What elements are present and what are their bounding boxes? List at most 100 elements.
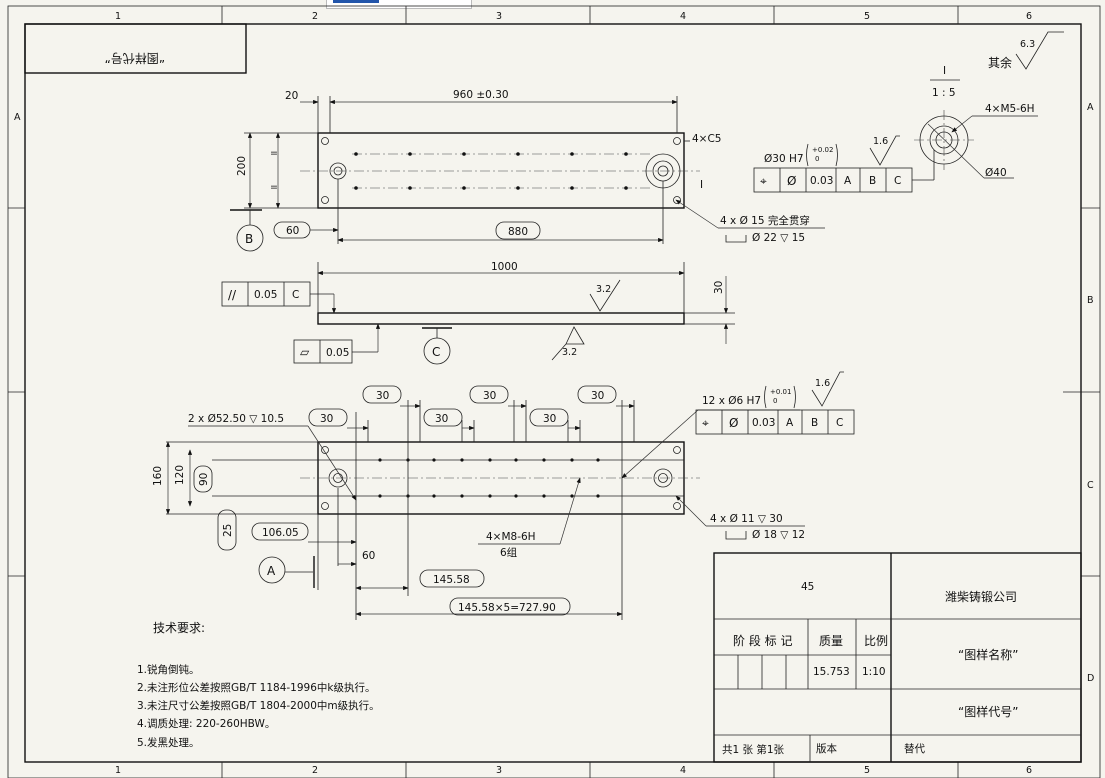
dim-30-b: 30	[483, 390, 496, 402]
col-label-1: 1	[115, 11, 121, 22]
scale-value: 1:10	[862, 666, 886, 678]
row-label-c-right: C	[1087, 480, 1094, 491]
replace-label: 替代	[904, 742, 925, 755]
front-fcf-datum-b: B	[811, 417, 818, 429]
dim-106: 106.05	[262, 527, 299, 539]
side-view: 1000 30 3.2 3.2 // 0.05 C ▱ 0.05 C	[221, 261, 735, 365]
tech-note-3: 3.未注尺寸公差按照GB/T 1804-2000中m级执行。	[137, 699, 380, 712]
drawing-name: “图样名称”	[958, 647, 1018, 662]
dim-145: 145.58	[433, 574, 470, 586]
col-label-6-bottom: 6	[1026, 765, 1032, 776]
flatness-tolerance: 0.05	[326, 347, 349, 359]
title-block: 45 潍柴铸锻公司 阶 段 标 记 质量 比例 15.753 1:10 “图样名…	[713, 552, 1082, 763]
front-fcf: ⌖ Ø 0.03 A B C	[695, 409, 855, 435]
tech-notes-title: 技术要求:	[153, 621, 205, 635]
window-tab-strip[interactable]	[326, 0, 472, 9]
code-box	[24, 23, 247, 74]
col-label-3: 3	[496, 11, 502, 22]
detail-fcf: ⌖ Ø 0.03 A B C	[753, 167, 913, 193]
roughness-pin-hole: 1.6	[815, 378, 830, 389]
dim-30-side: 30	[713, 281, 725, 294]
top-view: 20 960 ±0.30 200 = = B 60 880 4×C5 I 4 x…	[230, 89, 825, 252]
dim-727: 145.58×5=727.90	[458, 602, 556, 614]
row-label-a: A	[14, 112, 21, 123]
fcf-tolerance: 0.03	[810, 175, 833, 187]
front-fcf-datum-a: A	[786, 417, 794, 429]
drawing-code: “图样代号”	[958, 704, 1018, 719]
front-fcf-datum-c: C	[836, 417, 843, 429]
col-label-5: 5	[864, 11, 870, 22]
pin-tol-upper: +0.01	[770, 388, 791, 396]
equal-mark-top: =	[270, 148, 278, 159]
tech-note-2: 2.未注形位公差按照GB/T 1184-1996中k级执行。	[137, 681, 375, 694]
row-label-d-right: D	[1087, 673, 1094, 684]
thread-group: 6组	[500, 546, 518, 559]
flatness-symbol: ▱	[300, 345, 310, 359]
bore-tol-upper: +0.02	[812, 146, 833, 154]
material: 45	[801, 581, 814, 593]
parallel-tolerance: 0.05	[254, 289, 277, 301]
detail-thread-note: 4×M5-6H	[985, 103, 1035, 115]
bore-tol-lower: 0	[815, 155, 819, 163]
detail-view-i: I 1 : 5 4×M5-6H Ø40 Ø30 H7 +0.02 0 ⌖ Ø 0…	[753, 65, 1038, 193]
row-label-b-right: B	[1087, 295, 1094, 306]
holes-note-front: 4 x Ø 11 ▽ 30	[710, 513, 783, 525]
roughness-top-face: 3.2	[596, 284, 611, 295]
dim-160: 160	[152, 466, 164, 486]
mass-value: 15.753	[813, 666, 850, 678]
dim-30-c: 30	[591, 390, 604, 402]
others-roughness-value: 6.3	[1020, 39, 1035, 50]
fcf-position-symbol: ⌖	[760, 174, 767, 188]
front-view: 30 30 30 30 30 30 2 x Ø52.50 ▽ 10.5 160 …	[152, 371, 855, 620]
tech-note-4: 4.调质处理: 220-260HBW。	[137, 718, 275, 730]
active-tab-indicator	[333, 0, 379, 3]
col-label-2-bottom: 2	[312, 765, 318, 776]
company: 潍柴铸锻公司	[945, 589, 1017, 604]
dim-30-d: 30	[320, 413, 333, 425]
detail-ref-i: I	[700, 179, 703, 191]
dim-60-front: 60	[362, 550, 375, 562]
holes-cbore-top: Ø 22 ▽ 15	[752, 232, 805, 244]
col-label-4-bottom: 4	[680, 765, 686, 776]
thread-note: 4×M8-6H	[486, 531, 536, 543]
equal-mark-bottom: =	[270, 182, 278, 193]
holes-note-top: 4 x Ø 15 完全贯穿	[720, 214, 810, 227]
tech-note-5: 5.发黑处理。	[137, 736, 200, 749]
detail-scale: 1 : 5	[932, 87, 956, 99]
dim-120: 120	[174, 465, 186, 485]
dim-880: 880	[508, 226, 528, 238]
dim-25: 25	[222, 524, 234, 537]
scale-label: 比例	[864, 634, 888, 648]
fcf-datum-c: C	[894, 175, 901, 187]
roughness-hole-top: 1.6	[873, 136, 888, 147]
fcf-datum-a: A	[844, 175, 852, 187]
col-label-2: 2	[312, 11, 318, 22]
sheet-frame: 1 2 3 4 5 6 1 2 3 4 5 6 A A B C D	[7, 5, 1101, 778]
cbore-note: 2 x Ø52.50 ▽ 10.5	[188, 413, 284, 425]
holes-cbore-front: Ø 18 ▽ 12	[752, 529, 805, 541]
bore-note: Ø30 H7	[764, 153, 804, 165]
datum-b: B	[245, 232, 253, 246]
front-fcf-tolerance: 0.03	[752, 417, 775, 429]
fcf-dia-symbol: Ø	[787, 174, 796, 188]
col-label-5-bottom: 5	[864, 765, 870, 776]
pin-tol-lower: 0	[773, 397, 777, 405]
mass-label: 质量	[819, 634, 843, 648]
tech-notes: 技术要求: 1.锐角倒钝。 2.未注形位公差按照GB/T 1184-1996中k…	[137, 621, 380, 749]
pin-note: 12 x Ø6 H7	[702, 395, 761, 407]
parallelism-fcf: // 0.05 C	[221, 281, 311, 307]
roughness-bottom-face: 3.2	[562, 347, 577, 358]
col-label-4: 4	[680, 11, 686, 22]
dim-90: 90	[198, 473, 210, 486]
stage-label: 阶 段 标 记	[733, 633, 792, 648]
col-label-1-bottom: 1	[115, 765, 121, 776]
front-hole-dots	[378, 458, 600, 498]
dim-60-top: 60	[286, 225, 299, 237]
datum-c: C	[432, 345, 440, 359]
dim-200: 200	[236, 156, 248, 176]
detail-dia40: Ø40	[985, 167, 1007, 179]
parallel-symbol: //	[228, 288, 237, 302]
dim-1000: 1000	[491, 261, 518, 273]
detail-label: I	[943, 65, 946, 77]
